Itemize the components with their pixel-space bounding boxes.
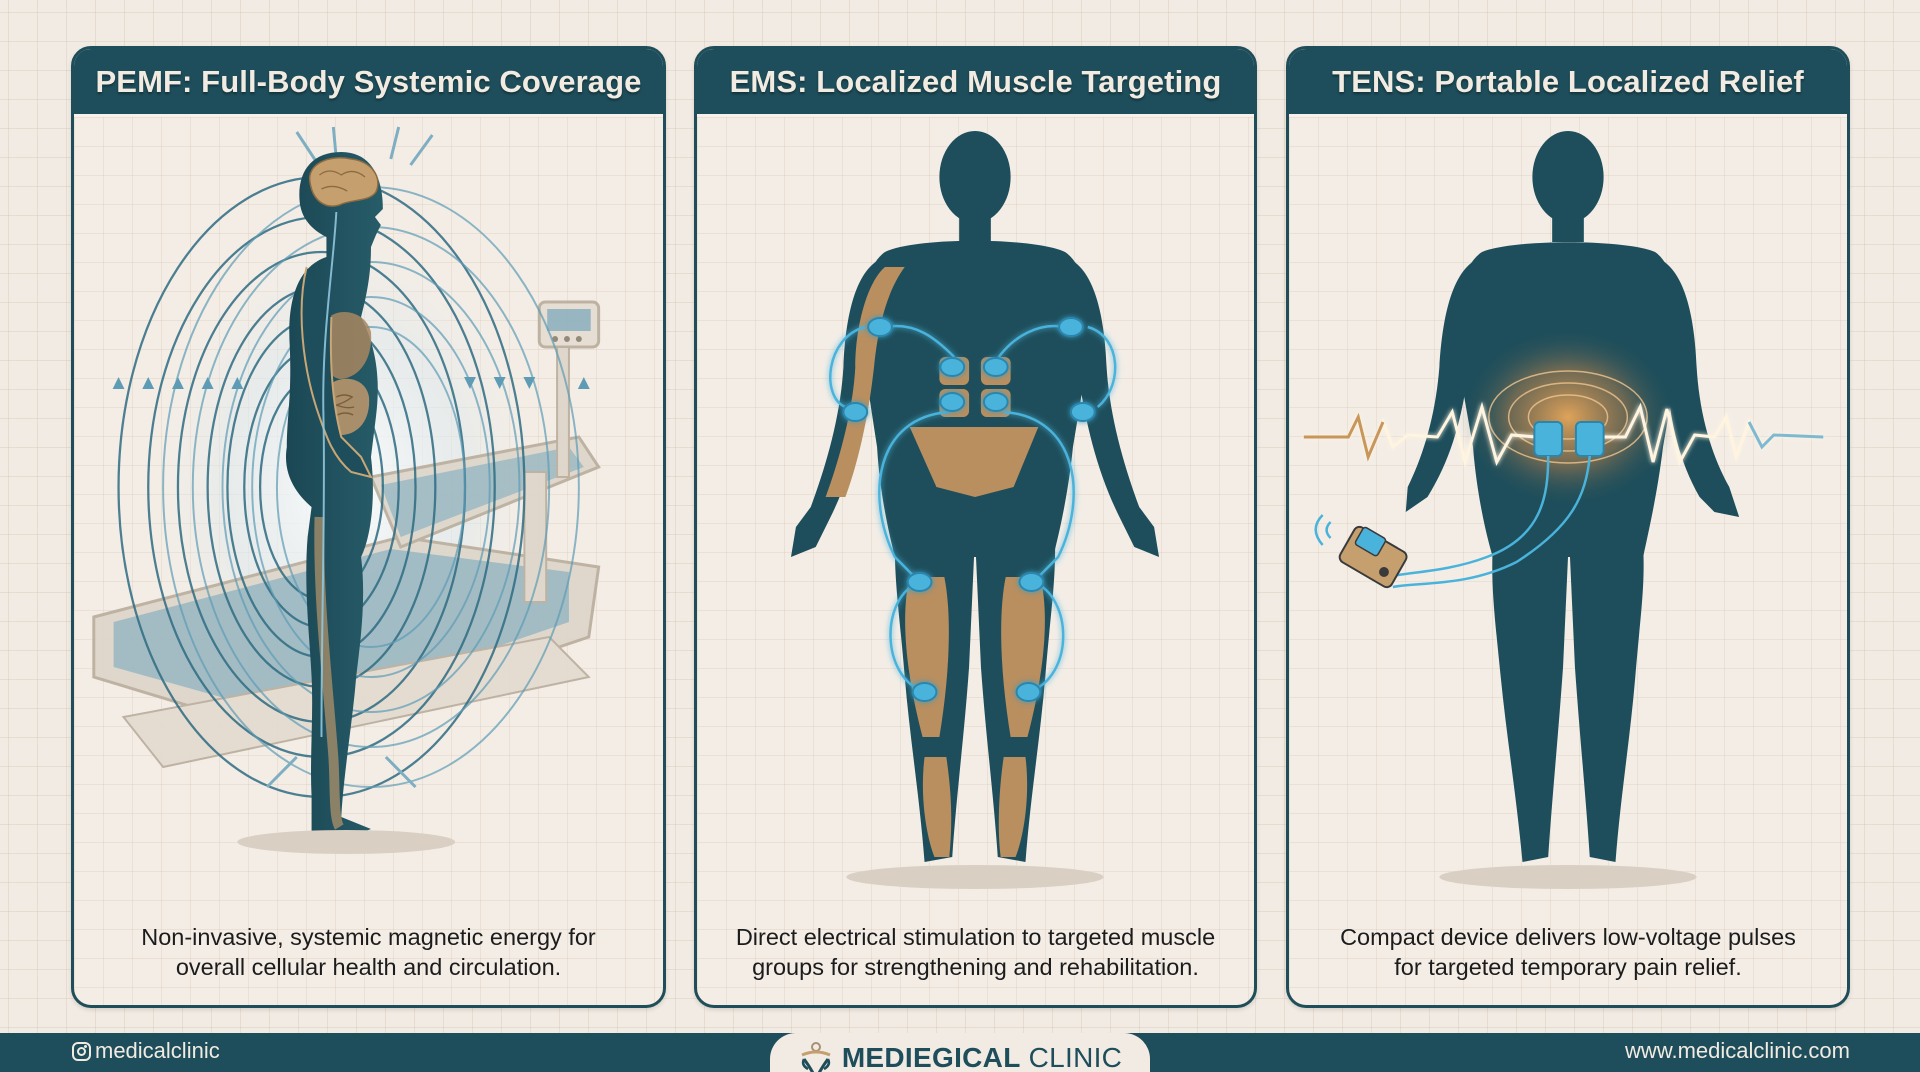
ems-panel-title: EMS: Localized Muscle Targeting	[697, 49, 1254, 117]
brand-name-light: CLINIC	[1028, 1042, 1123, 1072]
person-leaf-logo-icon	[801, 1042, 831, 1072]
ems-panel-body: Direct electrical stimulation to targete…	[697, 117, 1254, 1005]
tens-caption-line2: for targeted temporary pain relief.	[1394, 954, 1742, 980]
brand-logo: MEDIEGICAL CLINIC	[770, 1033, 1150, 1072]
ems-caption: Direct electrical stimulation to targete…	[705, 922, 1246, 982]
ems-illustration	[697, 117, 1254, 907]
pemf-panel-body: Non-invasive, systemic magnetic energy f…	[74, 117, 663, 1005]
pemf-illustration	[74, 117, 663, 907]
pemf-panel-title: PEMF: Full-Body Systemic Coverage	[74, 49, 663, 117]
instagram-icon	[72, 1041, 91, 1061]
pain-relief-ripples	[1488, 370, 1648, 464]
social-handle-text: medicalclinic	[95, 1038, 220, 1063]
brand-name-bold: MEDIEGICAL	[841, 1042, 1021, 1072]
tens-wires	[1387, 455, 1591, 589]
tens-electrode-pads	[1533, 421, 1605, 457]
pemf-caption-line2: overall cellular health and circulation.	[175, 954, 562, 980]
tens-panel-title: TENS: Portable Localized Relief	[1289, 49, 1847, 117]
website-link[interactable]: www.medicalclinic.com	[1625, 1038, 1850, 1063]
social-handle-link[interactable]: medicalclinic	[72, 1038, 220, 1064]
pemf-caption: Non-invasive, systemic magnetic energy f…	[82, 922, 655, 982]
tens-panel: TENS: Portable Localized Relief	[1286, 46, 1850, 1008]
tens-panel-body: Compact device delivers low-voltage puls…	[1289, 117, 1847, 1005]
tens-caption-line1: Compact device delivers low-voltage puls…	[1340, 924, 1796, 950]
human-side-profile	[285, 152, 383, 837]
field-arrows	[112, 377, 590, 389]
electrical-current-paths	[829, 324, 1117, 694]
tens-handheld-device	[1314, 514, 1408, 589]
ems-caption-line1: Direct electrical stimulation to targete…	[735, 924, 1216, 950]
magnetic-field-lines-right	[162, 186, 580, 788]
ems-figure-with-electrodes-icon	[790, 131, 1160, 889]
tens-caption: Compact device delivers low-voltage puls…	[1297, 922, 1839, 982]
ems-caption-line2: groups for strengthening and rehabilitat…	[752, 954, 1199, 980]
ems-panel: EMS: Localized Muscle Targeting	[694, 46, 1257, 1008]
pemf-caption-line1: Non-invasive, systemic magnetic energy f…	[141, 924, 596, 950]
electrode-pads	[842, 317, 1096, 702]
tens-figure-with-device-icon	[1303, 131, 1824, 889]
pemf-figure-with-magnetic-field-icon	[92, 126, 601, 854]
tens-illustration	[1289, 117, 1847, 907]
pemf-panel: PEMF: Full-Body Systemic Coverage	[71, 46, 666, 1008]
